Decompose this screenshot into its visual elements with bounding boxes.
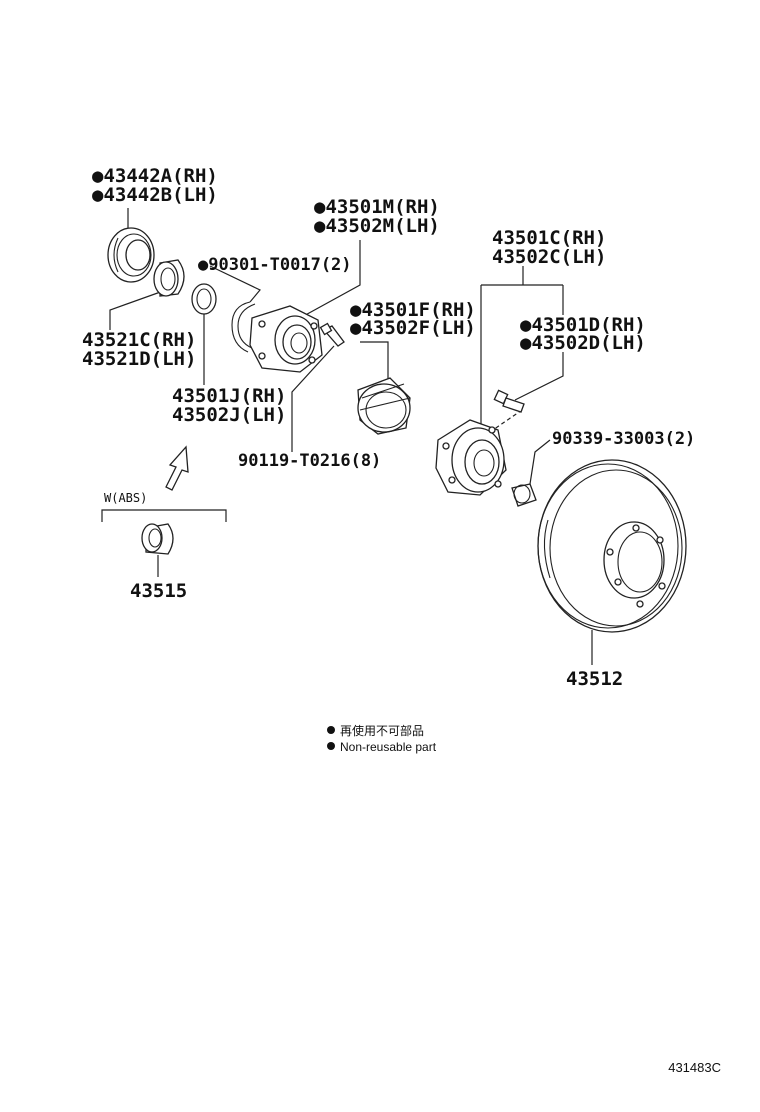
- bearing-43521: [153, 259, 185, 297]
- label-43501f: ●43501F(RH): [350, 299, 476, 321]
- bullet-icon: [327, 726, 335, 734]
- label-43502c: 43502C(LH): [492, 246, 606, 268]
- hub-43501c: [435, 419, 507, 496]
- legend-en: Non-reusable part: [340, 740, 437, 754]
- sensor-ring-43515: [141, 523, 174, 555]
- snap-ring-43501j: [191, 283, 217, 315]
- label-43515: 43515: [130, 580, 187, 602]
- label-43521c: 43521C(RH): [82, 329, 196, 351]
- hub-bearing-43501m: [249, 305, 323, 373]
- seal-43501f: [357, 377, 411, 435]
- nut-90339: [511, 483, 537, 507]
- label-43501m: ●43501M(RH): [314, 196, 440, 218]
- leader-lines: [101, 208, 593, 665]
- label-43512: 43512: [566, 668, 623, 690]
- bullet-icon: [327, 742, 335, 750]
- label-43501d: ●43501D(RH): [520, 314, 646, 336]
- arrow-icon: [165, 445, 189, 491]
- hub-bolt-43501d: [493, 389, 525, 413]
- legend: 再使用不可部品 Non-reusable part: [327, 723, 437, 754]
- label-43502m: ●43502M(LH): [314, 215, 440, 237]
- oil-seal-43442: [107, 227, 155, 283]
- label-43502f: ●43502F(LH): [350, 317, 476, 339]
- legend-jp: 再使用不可部品: [340, 723, 424, 738]
- bolt-90119: [319, 322, 345, 347]
- label-43442b: ●43442B(LH): [92, 184, 218, 206]
- label-43501c: 43501C(RH): [492, 227, 606, 249]
- label-w-abs: W(ABS): [104, 491, 147, 505]
- brake-rotor-43512: [537, 459, 687, 633]
- label-43502j: 43502J(LH): [172, 404, 286, 426]
- label-43521d: 43521D(LH): [82, 348, 196, 370]
- label-90301: ●90301-T0017(2): [198, 255, 352, 275]
- figure-id: 431483C: [668, 1060, 721, 1075]
- label-90119: 90119-T0216(8): [238, 451, 381, 471]
- label-43502d: ●43502D(LH): [520, 332, 646, 354]
- label-43501j: 43501J(RH): [172, 385, 286, 407]
- label-90339: 90339-33003(2): [552, 429, 695, 449]
- o-ring-90301: [231, 301, 256, 353]
- label-43442a: ●43442A(RH): [92, 165, 218, 187]
